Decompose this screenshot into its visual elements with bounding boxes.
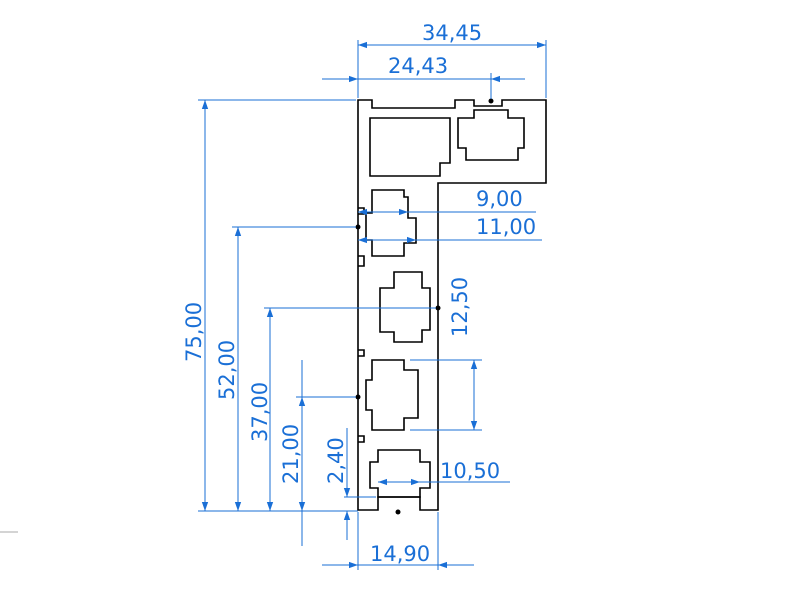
label-base-width: 14,90 bbox=[370, 542, 430, 566]
label-slot-depth-9: 9,00 bbox=[476, 187, 523, 211]
label-height-52: 52,00 bbox=[215, 340, 239, 400]
label-height-37: 37,00 bbox=[248, 382, 272, 442]
left-edge-notch-2 bbox=[358, 255, 365, 267]
reference-point-left-2 bbox=[355, 394, 361, 400]
label-upper-width: 24,43 bbox=[388, 54, 448, 78]
reference-point-bottom bbox=[395, 509, 401, 515]
label-height-21: 21,00 bbox=[279, 424, 303, 484]
cavity-slot-1 bbox=[365, 189, 417, 257]
label-right-slot-height: 12,50 bbox=[448, 277, 472, 337]
reference-point-right bbox=[435, 305, 441, 311]
cavity-top-left bbox=[369, 117, 451, 177]
label-overall-width: 34,45 bbox=[422, 21, 482, 45]
label-height-2-40: 2,40 bbox=[324, 437, 348, 484]
cavity-slot-2 bbox=[379, 271, 431, 343]
label-slot-depth-11: 11,00 bbox=[476, 215, 536, 239]
left-edge-notch-3 bbox=[358, 349, 365, 357]
label-bottom-slot-width: 10,50 bbox=[440, 459, 500, 483]
reference-point-left-1 bbox=[355, 224, 361, 230]
label-total-height: 75,00 bbox=[182, 302, 206, 362]
profile-section bbox=[355, 98, 547, 515]
dimension-lines bbox=[198, 40, 547, 570]
cavity-bottom-slot bbox=[369, 449, 431, 498]
left-edge-notch-4 bbox=[358, 435, 365, 443]
left-edge-notch-1 bbox=[358, 207, 365, 215]
cavity-slot-3 bbox=[365, 359, 419, 431]
reference-point-top bbox=[488, 98, 494, 104]
dimension-labels: 34,45 24,43 9,00 11,00 10,50 14,90 12,50… bbox=[182, 21, 536, 566]
cavity-top-right bbox=[457, 109, 525, 161]
